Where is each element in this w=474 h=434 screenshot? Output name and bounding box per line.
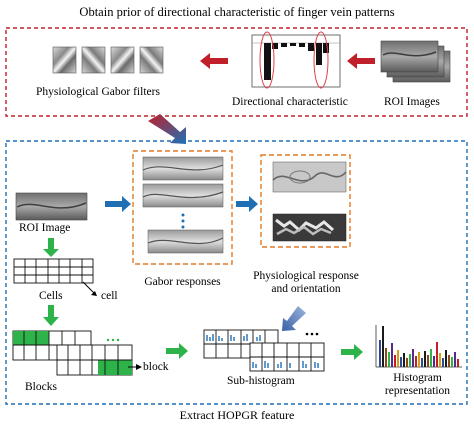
cells-grid: [13, 258, 94, 284]
gabor-filter-images: [52, 46, 164, 74]
representation-label: representation: [384, 385, 451, 397]
subhistogram-grids: [203, 329, 325, 372]
cell-pointer-arrow: [82, 281, 97, 296]
green-arrow-to-histogram: [341, 344, 363, 360]
cells-label: Cells: [39, 290, 63, 302]
histogram-representation: [375, 325, 462, 368]
blue-arrow-to-gabor: [105, 196, 131, 212]
top-panel-border: [5, 27, 468, 117]
physiological-response-label: Physiological response: [253, 270, 359, 282]
physiological-to-subhistogram-arrow: [282, 306, 306, 331]
subhistogram-label: Sub-histogram: [227, 375, 295, 387]
gabor-filters-label: Physiological Gabor filters: [36, 86, 160, 98]
block-label: block: [143, 361, 169, 373]
green-arrow-to-blocks: [43, 305, 59, 326]
orientation-label: and orientation: [271, 283, 341, 295]
gabor-responses-label: Gabor responses: [144, 276, 221, 288]
blocks-label: Blocks: [25, 381, 57, 393]
roi-image-label: ROI Image: [19, 222, 71, 234]
cell-label: cell: [101, 290, 118, 302]
figure-title: Obtain prior of directional characterist…: [79, 5, 395, 19]
roi-images-label: ROI Images: [384, 96, 440, 108]
physiological-response-box: [260, 154, 351, 248]
gabor-responses-box: [132, 150, 233, 265]
physiological-response-images: [272, 161, 347, 242]
histogram-label: Histogram: [393, 372, 442, 384]
prior-transfer-arrow: [148, 114, 186, 144]
directional-characteristic-chart: [251, 31, 341, 89]
gabor-response-images: [142, 156, 224, 254]
block-pointer-arrow: [128, 364, 142, 370]
blue-arrow-to-physiological: [236, 196, 258, 212]
red-arrow-left: [200, 53, 228, 69]
red-arrow-right: [347, 53, 375, 69]
green-arrow-to-subhistogram: [166, 343, 188, 359]
roi-images-stack: [380, 40, 451, 83]
bottom-panel-border: [5, 140, 468, 405]
green-arrow-to-cells: [43, 238, 59, 257]
footer-caption: Extract HOPGR feature: [179, 408, 295, 422]
roi-image: [15, 192, 88, 221]
directional-characteristic-label: Directional characteristic: [232, 96, 348, 108]
blocks-grids: [12, 330, 133, 376]
